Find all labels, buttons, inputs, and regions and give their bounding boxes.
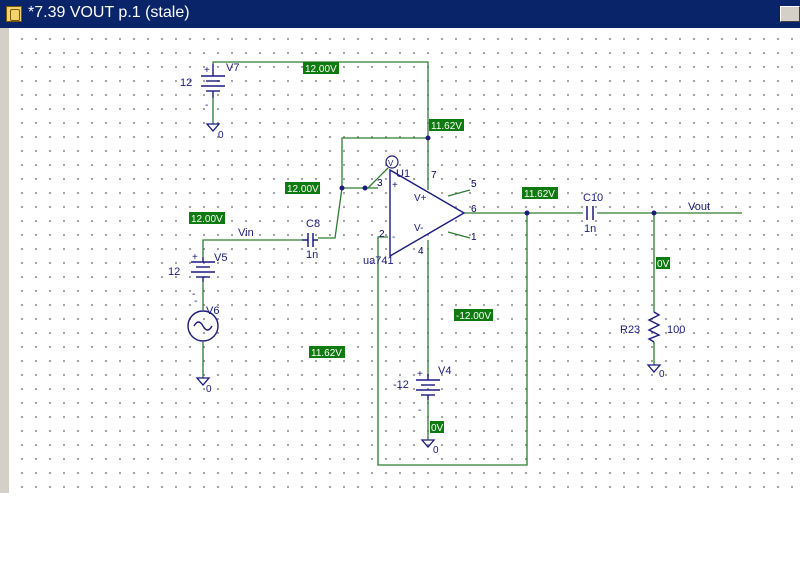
- u1-plus-pin-sign: +: [392, 180, 398, 191]
- schematic-drawing[interactable]: + - V7 12 0 C8 1n Vin + - V5 12: [0, 0, 800, 493]
- vin-net-label: Vin: [238, 227, 254, 239]
- u1-pin-7: 7: [431, 170, 437, 181]
- voltage-probe-icon[interactable]: [385, 155, 399, 169]
- svg-text:12.00V: 12.00V: [191, 214, 223, 225]
- c8-capacitor-symbol[interactable]: [302, 233, 318, 247]
- ground-label: 0: [218, 130, 224, 141]
- r23-resistor-symbol[interactable]: [647, 311, 661, 343]
- svg-text:11.62V: 11.62V: [524, 189, 555, 200]
- v4-name: V4: [438, 365, 451, 377]
- ground-symbol: [195, 377, 211, 386]
- ground-label: 0: [206, 384, 212, 395]
- r23-name: R23: [620, 324, 640, 336]
- u1-opamp-symbol[interactable]: [389, 168, 466, 258]
- v6-minus-sign: -: [194, 296, 197, 307]
- voltage-tag-noninv-input[interactable]: 12.00V: [285, 182, 320, 195]
- svg-text:-12.00V: -12.00V: [456, 311, 491, 322]
- v4-plus-sign: +: [417, 369, 423, 380]
- vout-net-label: Vout: [688, 201, 710, 213]
- u1-pin-1: 1: [471, 232, 477, 243]
- voltage-tag-top-feedback[interactable]: 12.00V: [303, 62, 339, 75]
- voltage-probe-label: V: [388, 159, 394, 168]
- v5-battery-symbol[interactable]: [191, 257, 215, 282]
- svg-text:0V: 0V: [431, 423, 444, 434]
- v4-minus-sign: -: [418, 405, 421, 416]
- svg-text:0V: 0V: [657, 259, 670, 270]
- blank-area: [0, 493, 800, 564]
- u1-model: ua741: [363, 255, 394, 267]
- v4-value: -12: [393, 379, 409, 391]
- voltage-tag-v4-ground[interactable]: 0V: [430, 421, 444, 434]
- c10-capacitor-symbol[interactable]: [586, 206, 594, 220]
- ground-symbol: [646, 364, 662, 373]
- v6-name: V6: [206, 305, 219, 317]
- v4-battery-symbol[interactable]: [416, 374, 440, 400]
- v5-name: V5: [214, 252, 227, 264]
- document-icon: [6, 6, 22, 22]
- schematic-window: *7.39 VOUT p.1 (stale): [0, 0, 800, 493]
- v7-battery-symbol[interactable]: [201, 64, 225, 98]
- voltage-tag-op-output[interactable]: 11.62V: [522, 187, 558, 200]
- ground-label: 0: [659, 369, 665, 380]
- voltage-tag-neg-rail[interactable]: -12.00V: [454, 309, 493, 322]
- junction-dots: [339, 135, 657, 216]
- v5-value: 12: [168, 266, 180, 278]
- c8-value: 1n: [306, 249, 318, 261]
- v7-minus-sign: -: [205, 100, 208, 111]
- ground-label: 0: [433, 445, 439, 456]
- svg-text:12.00V: 12.00V: [305, 64, 337, 75]
- u1-minus-pin-sign: -: [392, 232, 395, 243]
- v6-ac-source-symbol[interactable]: [187, 310, 219, 342]
- ground-symbol: [205, 123, 221, 132]
- wires: [202, 61, 742, 466]
- v7-plus-sign: +: [204, 65, 210, 76]
- svg-text:11.62V: 11.62V: [431, 121, 462, 132]
- u1-vplus-label: V+: [414, 193, 427, 204]
- v5-plus-sign: +: [192, 252, 198, 263]
- voltage-tag-v-plus-rail[interactable]: 11.62V: [429, 119, 464, 132]
- c10-name: C10: [583, 192, 603, 204]
- u1-pin-3: 3: [377, 178, 383, 189]
- voltage-tag-floating[interactable]: 11.62V: [309, 346, 345, 359]
- ground-symbol: [420, 439, 436, 448]
- c10-value: 1n: [584, 223, 596, 235]
- u1-pin-5: 5: [471, 179, 477, 190]
- u1-pin-6: 6: [471, 204, 477, 215]
- u1-pin-4: 4: [418, 246, 424, 257]
- window-title: *7.39 VOUT p.1 (stale): [28, 4, 190, 21]
- r23-value: 100: [667, 324, 685, 336]
- title-bar[interactable]: *7.39 VOUT p.1 (stale): [0, 0, 800, 28]
- v7-value: 12: [180, 77, 192, 89]
- v7-name: V7: [226, 62, 239, 74]
- u1-vminus-label: V-: [414, 223, 423, 234]
- u1-pin-2: 2: [379, 229, 385, 240]
- voltage-tag-vin-node[interactable]: 12.00V: [189, 212, 225, 225]
- svg-text:11.62V: 11.62V: [311, 348, 342, 359]
- u1-name: U1: [396, 168, 410, 180]
- c8-name: C8: [306, 218, 320, 230]
- v5-minus-sign: -: [192, 289, 195, 300]
- svg-text:12.00V: 12.00V: [287, 184, 319, 195]
- voltage-tag-vout-node[interactable]: 0V: [656, 257, 670, 270]
